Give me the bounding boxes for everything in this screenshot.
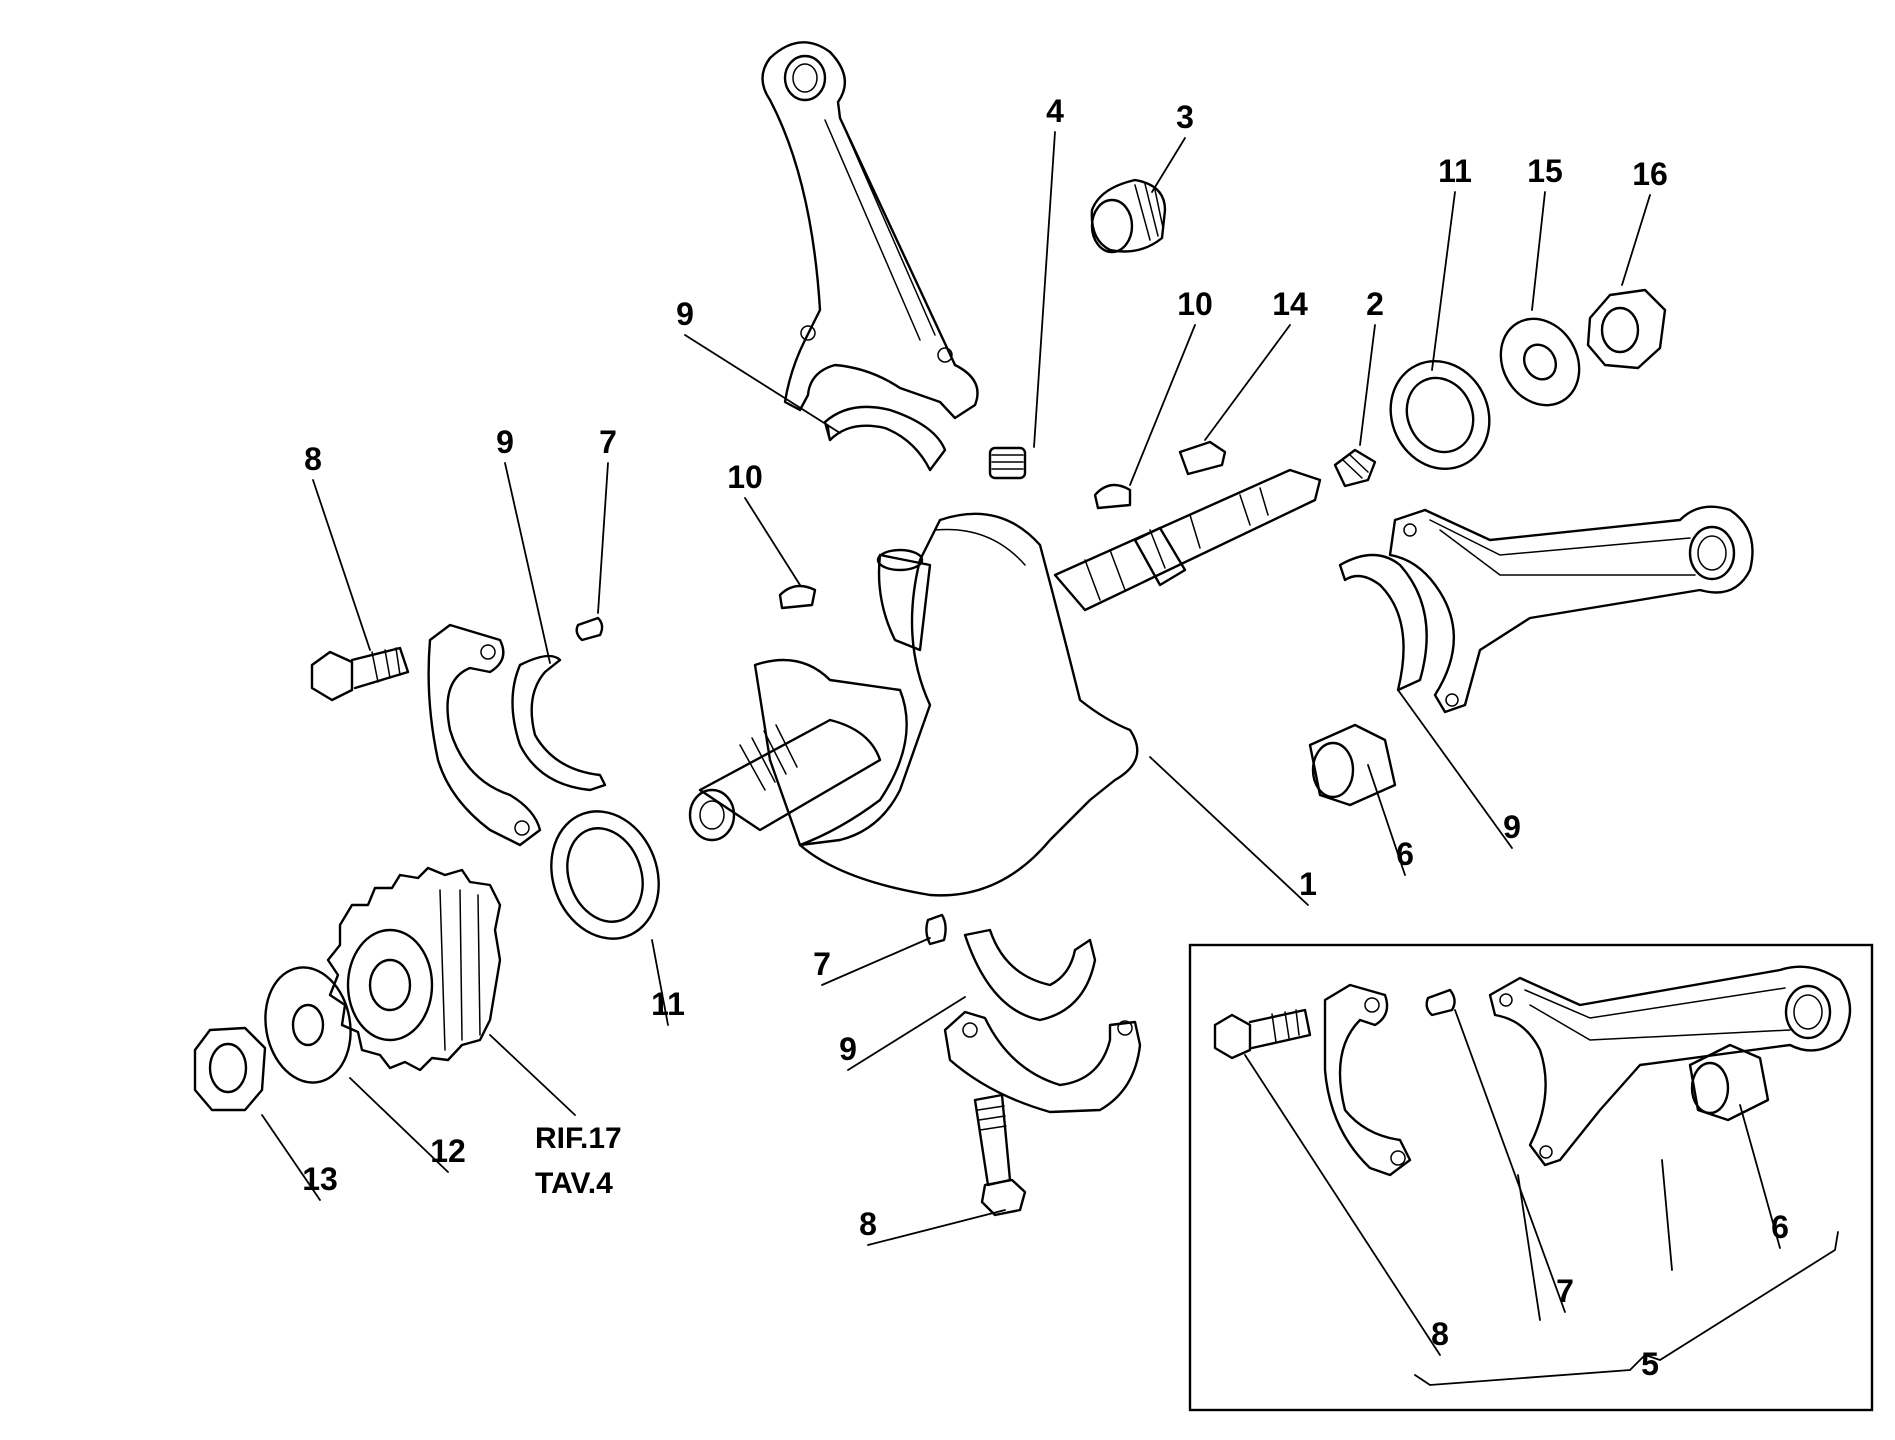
callout-c-12: 12 [430,1133,466,1169]
leader-c-2 [1359,324,1376,446]
seal-ring-11-left [550,810,660,940]
callout-c-6b: 6 [1771,1209,1789,1245]
connecting-rod-right [1388,505,1754,714]
leader-c-10a [1129,324,1196,486]
washer-12 [264,966,352,1084]
inset-dowel-7 [1425,988,1456,1017]
leader-c-12 [349,1077,449,1173]
nut-16 [1586,288,1667,370]
leader-c-9c [1397,689,1513,849]
key-10-upper [1093,483,1132,510]
callout-c-15: 15 [1527,153,1563,189]
key-10-left [778,584,817,610]
leader-c-1 [1149,756,1309,906]
dowel-7-lower [925,913,947,946]
leader-c-13 [261,1114,321,1201]
callout-c-1: 1 [1299,866,1317,902]
leader-c-7c [1454,1009,1566,1313]
callout-c-14: 14 [1272,286,1308,322]
callout-c-9b: 9 [496,424,514,460]
callout-c-9d: 9 [839,1031,857,1067]
callout-c-10a: 10 [1177,286,1213,322]
crankshaft-1 [688,468,1322,897]
callout-c-6a: 6 [1396,836,1414,872]
inset-connecting-rod [1488,965,1852,1167]
assembly-5-tick-rod [1661,1159,1673,1271]
plug-3 [1090,178,1167,254]
leader-c-10b [744,497,801,586]
callout-c-16: 16 [1632,156,1668,192]
callout-c-9a: 9 [676,296,694,332]
assembly-5-bracket [1414,1231,1839,1386]
assembly-5-tick-cap [1517,1174,1541,1321]
callout-c-8b: 8 [859,1206,877,1242]
bush-6-right [1308,723,1397,807]
grub-screw-2 [1333,448,1377,488]
callout-c-8a: 8 [304,441,322,477]
leader-c-3 [1151,137,1186,193]
leader-c-7a [597,462,609,614]
callout-c-7b: 7 [813,946,831,982]
leader-c-11b [651,939,669,1026]
nut-13 [193,1026,267,1112]
callout-c-2: 2 [1366,286,1384,322]
leader-lines [261,131,1781,1356]
grub-screw-4 [988,446,1027,480]
inset-screw-8 [1213,1008,1312,1060]
leader-c-8c [1244,1054,1441,1356]
callout-c-10b: 10 [727,459,763,495]
assembly-inset-frame [1188,943,1874,1412]
leader-c-15 [1531,191,1546,311]
leader-c-8b [867,1209,1006,1246]
leader-c-6a [1367,764,1406,876]
leader-c-4 [1033,131,1056,448]
callout-c-11b: 11 [651,986,685,1022]
callout-c-3: 3 [1176,99,1194,135]
callout-c-4: 4 [1046,93,1064,129]
dowel-7-left [575,616,604,642]
connecting-rod-upper [761,41,979,420]
leader-c-11a [1431,191,1456,371]
washer-15 [1499,317,1581,407]
gear-rif17 [326,866,502,1072]
reference-note-line2: TAV.4 [535,1167,613,1200]
bearing-shell-upper [823,405,947,472]
screw-8-lower [973,1093,1027,1217]
leader-c-8a [312,479,371,651]
screw-8-left [310,646,410,702]
leader-c-9b [504,462,551,664]
bearing-shell-left [511,654,607,792]
leader-c-6b [1739,1104,1781,1249]
leader-c-14 [1204,324,1291,441]
key-14 [1178,440,1227,476]
leader-c-9d [847,996,966,1071]
callout-c-5: 5 [1641,1346,1659,1382]
callout-c-7c: 7 [1556,1273,1574,1309]
inset-bearing-cap [1323,983,1412,1177]
bearing-shell-right [1338,553,1428,692]
callout-c-8c: 8 [1431,1316,1449,1352]
leader-c-9a [684,334,841,434]
callout-c-13: 13 [302,1161,338,1197]
reference-note-line1: RIF.17 [535,1122,622,1155]
callout-c-7a: 7 [599,424,617,460]
leader-c-7b [821,937,931,986]
bearing-shell-lower [963,928,1097,1022]
leader-c-16 [1621,194,1651,286]
bearing-cap-lower [943,1010,1142,1114]
callout-c-11a: 11 [1438,153,1472,189]
seal-ring-11-right [1389,359,1491,471]
callout-c-9c: 9 [1503,809,1521,845]
bearing-cap-left [427,623,542,847]
reference-note-leader [489,1034,576,1116]
inset-bush-6 [1688,1043,1770,1122]
